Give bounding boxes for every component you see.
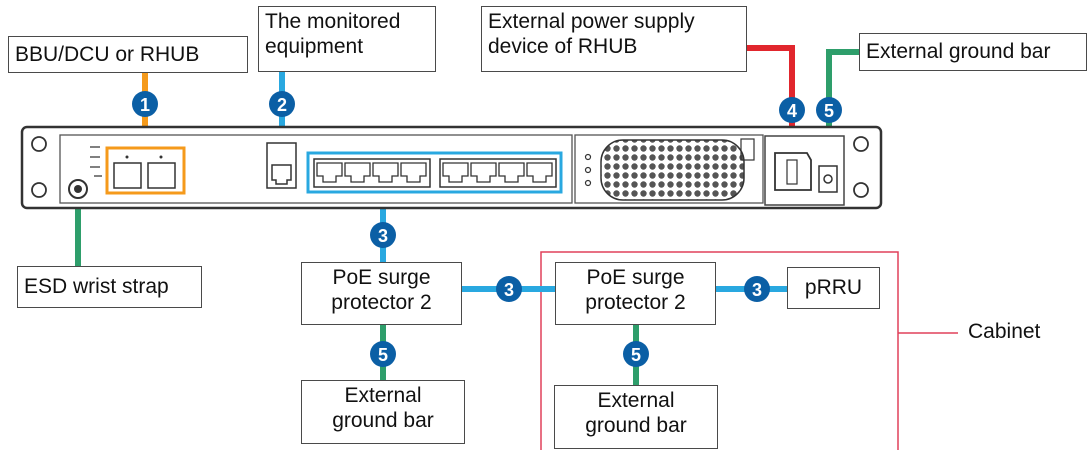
cabinet-boundary bbox=[540, 251, 958, 450]
label-ext-ground-top-text: External ground bar bbox=[866, 40, 1051, 63]
svg-text:2: 2 bbox=[277, 95, 287, 115]
badge-4: 4 bbox=[779, 97, 805, 123]
label-external-ground-bar-top: External ground bar bbox=[859, 33, 1087, 71]
device-chassis bbox=[20, 125, 883, 210]
label-poe-left-line2: protector 2 bbox=[331, 291, 432, 314]
label-cabinet: Cabinet bbox=[968, 319, 1040, 344]
label-ground-left-line1: External bbox=[344, 384, 422, 407]
badge-5-right: 5 bbox=[623, 341, 649, 367]
monitoring-port bbox=[266, 142, 297, 189]
mount-hole-icon bbox=[853, 182, 869, 198]
rj45-port-icon bbox=[526, 162, 553, 183]
mount-hole-icon bbox=[31, 136, 47, 152]
badge-1: 1 bbox=[132, 91, 158, 117]
svg-text:5: 5 bbox=[378, 345, 388, 365]
label-prru: pRRU bbox=[787, 267, 880, 309]
rj45-port-icon bbox=[344, 162, 371, 183]
label-external-ground-bar-left: External ground bar bbox=[301, 380, 465, 444]
badge-5-left: 5 bbox=[370, 341, 396, 367]
label-poe-surge-protector-left: PoE surge protector 2 bbox=[301, 262, 462, 325]
label-esd-wrist-strap: ESD wrist strap bbox=[17, 266, 202, 308]
label-monitored-line2: equipment bbox=[265, 35, 364, 58]
label-poe-surge-protector-right: PoE surge protector 2 bbox=[555, 262, 716, 325]
label-cabinet-text: Cabinet bbox=[968, 320, 1041, 343]
rj45-port-icon bbox=[316, 162, 343, 183]
sfp-port-pair bbox=[105, 146, 186, 195]
badge-2: 2 bbox=[269, 91, 295, 117]
rj45-port-icon bbox=[442, 162, 469, 183]
label-monitored-equipment: The monitored equipment bbox=[258, 6, 436, 72]
badge-5-top: 5 bbox=[816, 97, 842, 123]
label-prru-text: pRRU bbox=[804, 276, 863, 299]
rj45-port-icon bbox=[498, 162, 525, 183]
badge-3-middle: 3 bbox=[496, 276, 522, 302]
rj45-ports bbox=[316, 162, 553, 183]
label-bbu-text: BBU/DCU or RHUB bbox=[15, 43, 200, 66]
label-poe-left-line1: PoE surge bbox=[332, 266, 431, 289]
label-poe-right-line2: protector 2 bbox=[585, 291, 686, 314]
svg-text:3: 3 bbox=[378, 226, 388, 246]
svg-text:5: 5 bbox=[631, 345, 641, 365]
label-ext-power-line2: device of RHUB bbox=[488, 35, 638, 58]
svg-text:3: 3 bbox=[752, 280, 762, 300]
power-module bbox=[764, 135, 845, 206]
label-external-power-supply: External power supply device of RHUB bbox=[481, 6, 747, 72]
rj45-port-icon bbox=[372, 162, 399, 183]
label-monitored-line1: The monitored bbox=[265, 10, 401, 33]
label-ground-right-line2: ground bar bbox=[585, 414, 687, 437]
label-esd-text: ESD wrist strap bbox=[24, 275, 169, 298]
svg-text:3: 3 bbox=[504, 280, 514, 300]
label-ground-right-line1: External bbox=[597, 389, 675, 412]
fan-vent-icon bbox=[600, 139, 745, 201]
label-external-ground-bar-right: External ground bar bbox=[554, 385, 718, 449]
rj45-port-icon bbox=[400, 162, 427, 183]
label-ext-power-line1: External power supply bbox=[488, 10, 695, 33]
svg-text:4: 4 bbox=[787, 101, 797, 121]
badge-3-right: 3 bbox=[744, 276, 770, 302]
label-ground-left-line2: ground bar bbox=[332, 409, 434, 432]
svg-text:5: 5 bbox=[824, 101, 834, 121]
svg-text:1: 1 bbox=[140, 95, 150, 115]
rj45-port-icon bbox=[470, 162, 497, 183]
badge-3-vertical: 3 bbox=[370, 222, 396, 248]
label-bbu-dcu-rhub: BBU/DCU or RHUB bbox=[8, 36, 248, 73]
mount-hole-icon bbox=[853, 136, 869, 152]
label-poe-right-line1: PoE surge bbox=[586, 266, 685, 289]
mount-hole-icon bbox=[31, 182, 47, 198]
led-indicators bbox=[90, 146, 102, 177]
